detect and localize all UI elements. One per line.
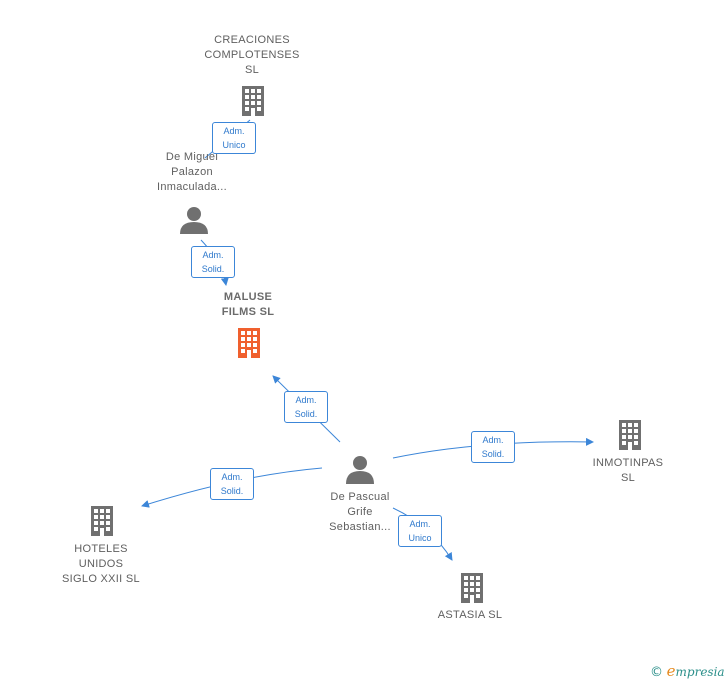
brand-logo: empresia [666, 662, 725, 680]
building-icon-hoteles[interactable] [91, 506, 113, 536]
footer-brand[interactable]: © empresia [650, 662, 725, 680]
building-icon-astasia[interactable] [461, 573, 483, 603]
copyright-icon: © [650, 665, 663, 680]
node-label-creaciones[interactable]: CREACIONES COMPLOTENSES SL [204, 34, 300, 76]
edge-label-adm-solid-maluse-pascual: Adm. Solid. [284, 391, 328, 423]
node-label-maluse[interactable]: MALUSE FILMS SL [221, 291, 275, 318]
node-label-hoteles[interactable]: HOTELES UNIDOS SIGLO XXII SL [62, 543, 140, 585]
person-icon-pascual[interactable] [346, 456, 374, 484]
building-icon-creaciones[interactable] [242, 86, 264, 116]
edge-label-adm-solid-hoteles: Adm. Solid. [210, 468, 254, 500]
node-label-pascual[interactable]: De Pascual Grife Sebastian... [329, 491, 391, 533]
person-icon-miguel[interactable] [180, 207, 208, 234]
edge-label-adm-solid-maluse-miguel: Adm. Solid. [191, 246, 235, 278]
edge-label-adm-solid-inmotinpas: Adm. Solid. [471, 431, 515, 463]
edge-label-adm-unico-creaciones: Adm. Unico [212, 122, 256, 154]
node-label-astasia[interactable]: ASTASIA SL [437, 609, 503, 621]
building-icon-inmotinpas[interactable] [619, 420, 641, 450]
edge-label-adm-unico-astasia: Adm. Unico [398, 515, 442, 547]
building-icon-maluse[interactable] [238, 328, 260, 358]
node-label-miguel[interactable]: De Miguel Palazon Inmaculada... [157, 151, 227, 193]
node-label-inmotinpas[interactable]: INMOTINPAS SL [592, 457, 664, 484]
